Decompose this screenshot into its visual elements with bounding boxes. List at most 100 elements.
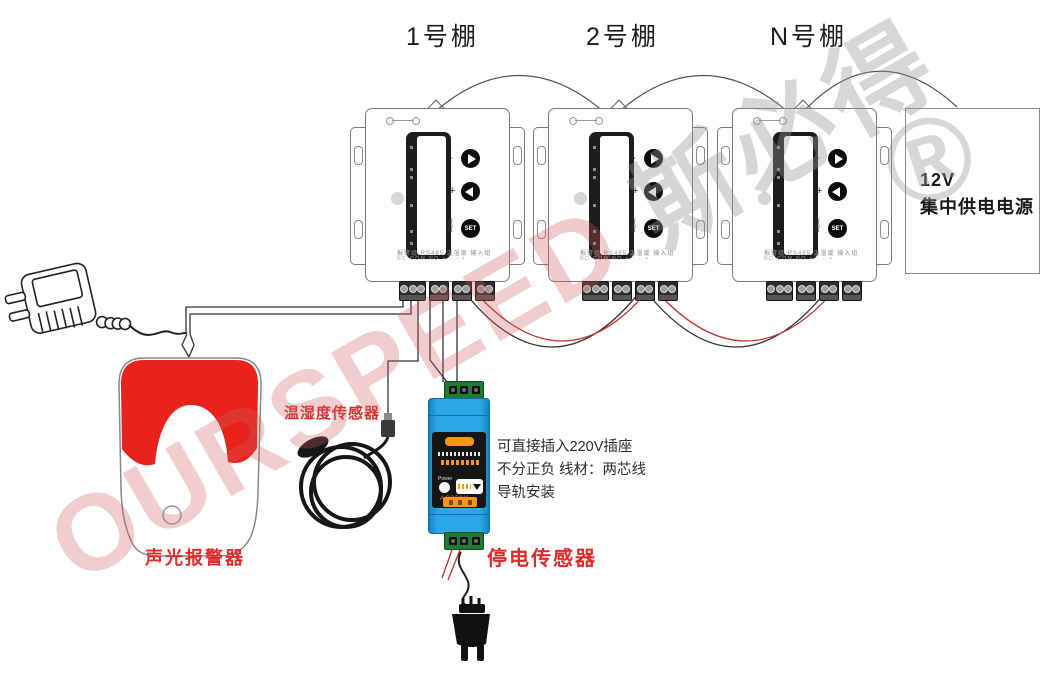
terminal-labels-row2: NC COM NO + - - + <box>580 256 650 262</box>
set-label: 设置 <box>447 220 454 233</box>
terminal-labels-row1: 报警组 RS485 温湿度 输入组 <box>764 251 859 257</box>
terminal-block <box>635 281 655 301</box>
mount-slot <box>354 146 363 165</box>
terminal-block <box>475 281 495 301</box>
terminal-labels-row1: 报警组 RS485 温湿度 输入组 <box>397 251 492 257</box>
power-adapter <box>4 262 188 336</box>
mount-slot <box>880 220 889 239</box>
mount-slot <box>513 220 522 239</box>
plus-label: + <box>449 185 456 197</box>
set-label: 设置 <box>630 220 637 233</box>
lcd-screen <box>417 136 446 255</box>
minus-label: - <box>632 152 636 164</box>
pfs-front-panel: Power AC220V <box>432 432 486 508</box>
up-button[interactable] <box>828 149 847 168</box>
lcd-display <box>589 132 634 259</box>
bottom-orange-strip <box>443 497 477 507</box>
alarm-power-wires <box>181 292 412 358</box>
pfs-terminal-top <box>444 381 484 399</box>
minus-label: - <box>449 152 453 164</box>
brand-logo <box>569 116 603 125</box>
mains-plug <box>441 549 490 661</box>
terminal-block <box>766 281 793 301</box>
psu-voltage: 12V <box>920 170 956 190</box>
power-fail-sensor-label: 停电传感器 <box>487 548 597 570</box>
set-button[interactable]: SET <box>461 219 480 238</box>
terminal-strip <box>766 281 862 301</box>
terminal-block <box>658 281 678 301</box>
down-arrow-icon <box>473 483 481 490</box>
central-power-supply: 12V 集中供电电源 <box>905 108 1040 274</box>
down-button[interactable] <box>644 182 663 201</box>
terminal-strip <box>399 281 495 301</box>
pfs-terminal-bottom <box>444 532 484 550</box>
panel-model-text <box>441 460 479 465</box>
mount-ear-right <box>510 127 525 265</box>
orange-badge <box>445 437 474 446</box>
terminal-block <box>612 281 632 301</box>
mount-slot <box>537 220 546 239</box>
temp-humidity-sensor-label: 温湿度传感器 <box>284 405 381 422</box>
up-button[interactable] <box>644 149 663 168</box>
set-button[interactable]: SET <box>644 219 663 238</box>
note-line-1: 可直接插入220V插座 <box>497 439 633 455</box>
lcd-screen <box>784 136 813 255</box>
shed-label-1: 1号棚 <box>406 23 479 51</box>
mount-slot <box>537 146 546 165</box>
controller-unit-2: - + 设置 SET 报警组 RS485 温湿度 输入组 NC COM NO +… <box>533 99 708 301</box>
install-notes: 可直接插入220V插座 不分正负 线材：两芯线 导轨安装 <box>497 436 646 505</box>
terminal-block <box>429 281 449 301</box>
mount-ear-right <box>877 127 892 265</box>
panel-fine-print <box>438 452 482 456</box>
brand-logo <box>386 116 420 125</box>
rs485-wires <box>465 293 832 348</box>
power-led <box>439 482 450 493</box>
note-line-3: 导轨安装 <box>497 485 555 501</box>
mount-ear-left <box>533 127 548 265</box>
terminal-labels-row2: NC COM NO + - - + <box>764 256 834 262</box>
siren <box>118 357 262 557</box>
sensor-feed-wires <box>429 292 458 383</box>
right-triangle-icon <box>468 153 476 164</box>
signal-box <box>456 479 483 494</box>
top-link-wires <box>436 70 958 113</box>
controller-unit-n: - + 设置 SET 报警组 RS485 温湿度 输入组 NC COM NO +… <box>717 99 892 301</box>
indicator-dot <box>758 192 771 205</box>
mount-slot <box>721 220 730 239</box>
plus-label: + <box>632 185 639 197</box>
mount-slot <box>721 146 730 165</box>
down-button[interactable] <box>461 182 480 201</box>
terminal-strip <box>582 281 678 301</box>
shed-label-2: 2号棚 <box>586 23 659 51</box>
mount-ear-left <box>350 127 365 265</box>
lcd-screen <box>600 136 629 255</box>
left-triangle-icon <box>648 186 656 197</box>
brand-logo <box>753 116 787 125</box>
terminal-block <box>796 281 816 301</box>
indicator-dot <box>391 192 404 205</box>
minus-label: - <box>816 152 820 164</box>
terminal-block <box>399 281 426 301</box>
left-triangle-icon <box>465 186 473 197</box>
terminal-block <box>819 281 839 301</box>
note-line-2: 不分正负 线材：两芯线 <box>497 462 647 478</box>
up-button[interactable] <box>461 149 480 168</box>
controller-unit-1: - + 设置 SET 报警组 RS485 温湿度 输入组 NC COM NO +… <box>350 99 525 301</box>
mount-ear-right <box>693 127 708 265</box>
power-led-label: Power <box>438 476 453 482</box>
mount-slot <box>513 146 522 165</box>
set-button[interactable]: SET <box>828 219 847 238</box>
display-side-icons <box>410 146 413 149</box>
set-label: 设置 <box>814 220 821 233</box>
indicator-dot <box>574 192 587 205</box>
right-triangle-icon <box>835 153 843 164</box>
terminal-block <box>842 281 862 301</box>
psu-title: 集中供电电源 <box>920 197 1034 217</box>
display-side-icons <box>777 146 780 149</box>
mount-slot <box>880 146 889 165</box>
down-button[interactable] <box>828 182 847 201</box>
temp-humidity-sensor <box>297 292 419 529</box>
mount-slot <box>354 220 363 239</box>
